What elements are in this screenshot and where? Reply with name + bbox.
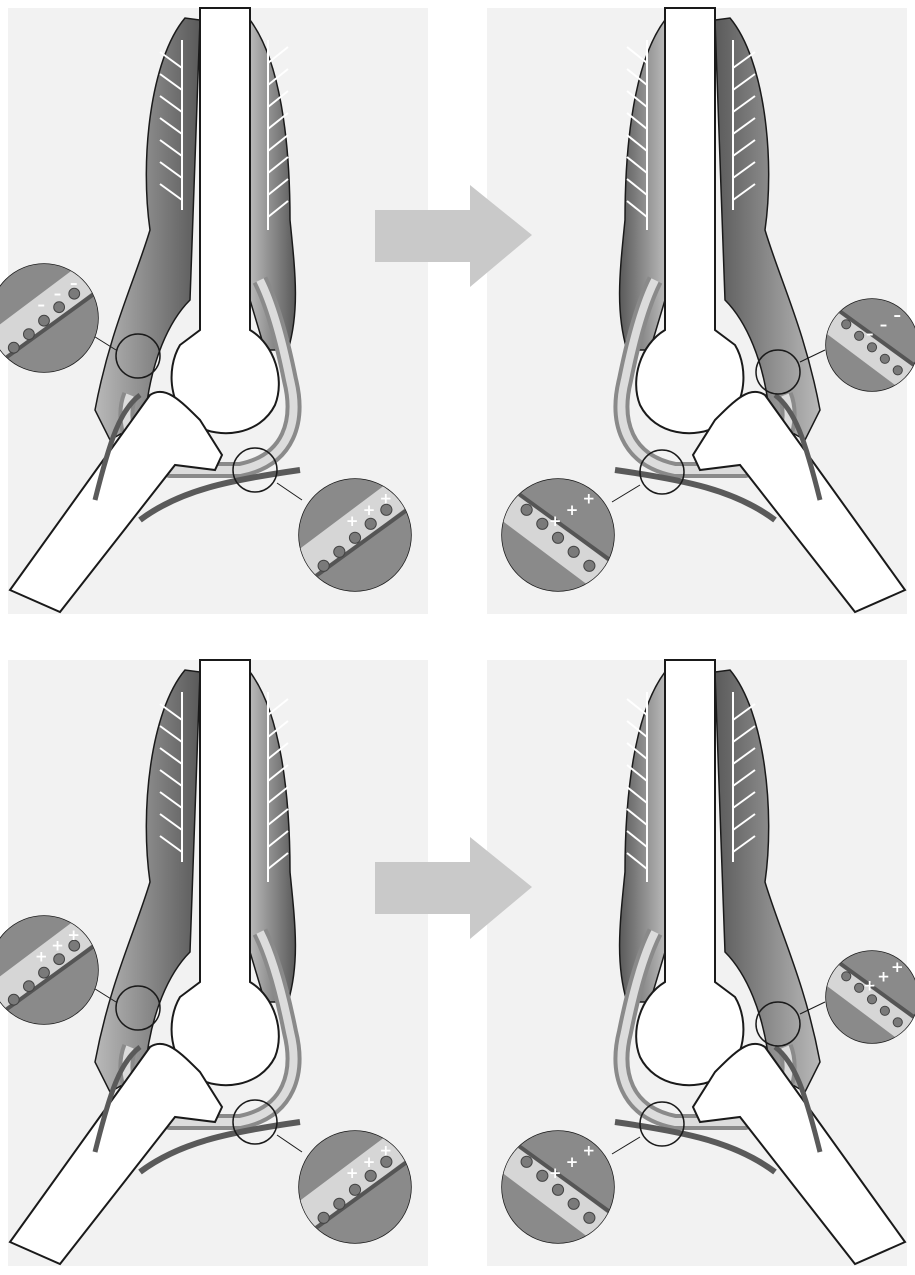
inset-right-charge: +	[877, 967, 890, 985]
inset-bottom-charge: +	[346, 512, 359, 530]
inset-right: +++	[826, 951, 915, 1043]
panel-a: A –––+++–––+++	[0, 0, 915, 626]
inset-left-charge: +	[67, 926, 80, 944]
inset-bottom-charge: +	[380, 1142, 393, 1160]
joint-diagram-b: ++++++++++++	[0, 652, 915, 1275]
inset-right-bottom-charge: +	[549, 512, 562, 530]
inset-right-bottom-charge: +	[583, 490, 596, 508]
inset-left-charge: –	[38, 296, 46, 314]
inset-right-charge: –	[866, 325, 874, 343]
inset-right-charge: +	[863, 977, 876, 995]
inset-left-charge: +	[35, 948, 48, 966]
inset-left-charge: +	[51, 937, 64, 955]
inset-right-charge: –	[880, 315, 888, 333]
inset-right-charge: –	[894, 306, 902, 324]
inset-right-bottom-charge: +	[566, 501, 579, 519]
inset-bottom-charge: +	[346, 1164, 359, 1182]
inset-bottom: +++	[299, 1131, 411, 1243]
inset-left-charge: –	[54, 285, 62, 303]
inset-left: +++	[0, 916, 98, 1024]
inset-right-bottom-charge: +	[583, 1142, 596, 1160]
inset-right: –––	[826, 299, 915, 391]
inset-right-bottom-charge: +	[566, 1153, 579, 1171]
inset-bottom-charge: +	[380, 490, 393, 508]
panel-b: B ++++++++++++	[0, 652, 915, 1275]
inset-left: –––	[0, 264, 98, 372]
inset-right-bottom: +++	[502, 1131, 614, 1243]
inset-right-bottom-charge: +	[549, 1164, 562, 1182]
joint-diagram-a: –––+++–––+++	[0, 0, 915, 626]
inset-right-bottom: +++	[502, 479, 614, 591]
inset-bottom-charge: +	[363, 1153, 376, 1171]
inset-bottom: +++	[299, 479, 411, 591]
inset-bottom-charge: +	[363, 501, 376, 519]
inset-left-charge: –	[70, 274, 78, 292]
